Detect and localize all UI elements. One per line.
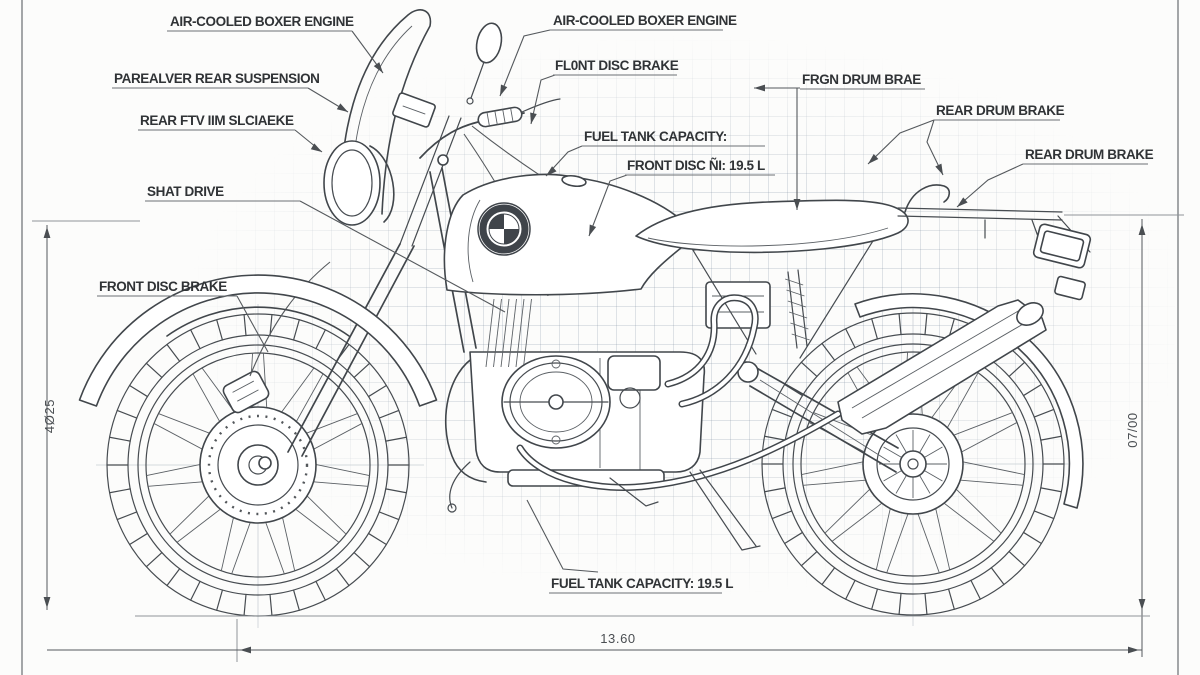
- label-rear-ftv: REAR FTV IIM SLCIAEKE: [140, 113, 294, 128]
- label-fuel-tank-capacity-top: FUEL TANK CAPACITY:: [584, 129, 727, 144]
- rear-wheel: [761, 312, 1065, 616]
- seat: [635, 199, 909, 254]
- dimension-left: 4Ø25: [32, 220, 140, 610]
- label-frgn-drum-brae: FRGN DRUM BRAE: [802, 72, 921, 87]
- callout-labels: AIR-COOLED BOXER ENGINE AIR-COOLED BOXER…: [97, 13, 1154, 594]
- dimension-right: 07/00: [1064, 214, 1184, 657]
- headlight: [323, 140, 395, 226]
- label-air-cooled-left: AIR-COOLED BOXER ENGINE: [170, 14, 354, 29]
- rear-fender: [854, 293, 1084, 509]
- label-paralever-rear-suspension: PAREALVER REAR SUSPENSION: [114, 71, 320, 86]
- front-wheel: [106, 261, 410, 617]
- dimension-bottom: 13.60: [47, 615, 1150, 662]
- boxer-valve-cover: [501, 355, 611, 449]
- arrowheads: [43, 62, 1146, 654]
- label-shaft-drive: SHAT DRIVE: [147, 184, 224, 199]
- mirror: [466, 22, 503, 105]
- brake-hose: [249, 261, 331, 377]
- label-flont-disc-brake: FL0NT DISC BRAKE: [555, 58, 679, 73]
- label-front-disc-n1: FRONT DISC ÑI: 19.5 L: [627, 158, 765, 173]
- muffler: [837, 299, 1047, 435]
- engine: [447, 294, 842, 551]
- front-brake-caliper: [222, 370, 270, 414]
- carburetor: [607, 294, 759, 409]
- label-fuel-tank-capacity-bottom: FUEL TANK CAPACITY: 19.5 L: [551, 576, 733, 591]
- instrument-cluster: [392, 92, 436, 128]
- dimension-right-value: 07/00: [1125, 412, 1140, 448]
- fuel-tank: [443, 173, 693, 296]
- bmw-roundel-icon: [477, 202, 531, 256]
- label-front-disc-brake: FRONT DISC BRAKE: [99, 279, 227, 294]
- label-rear-drum-brake-2: REAR DRUM BRAKE: [1025, 147, 1154, 162]
- front-brake-disc: [199, 406, 317, 524]
- front-fork: [258, 115, 462, 470]
- rear-drum-hub: [862, 413, 964, 515]
- dimension-bottom-value: 13.60: [600, 631, 636, 646]
- front-fender: [78, 274, 438, 407]
- rear-shock: [785, 269, 810, 349]
- label-rear-drum-brake-1: REAR DRUM BRAKE: [936, 103, 1065, 118]
- handlebar: [419, 98, 561, 159]
- dimension-left-value: 4Ø25: [42, 399, 57, 433]
- cylinder-fins: [485, 298, 532, 368]
- tail-light: [1032, 223, 1092, 301]
- label-air-cooled-right: AIR-COOLED BOXER ENGINE: [553, 13, 737, 28]
